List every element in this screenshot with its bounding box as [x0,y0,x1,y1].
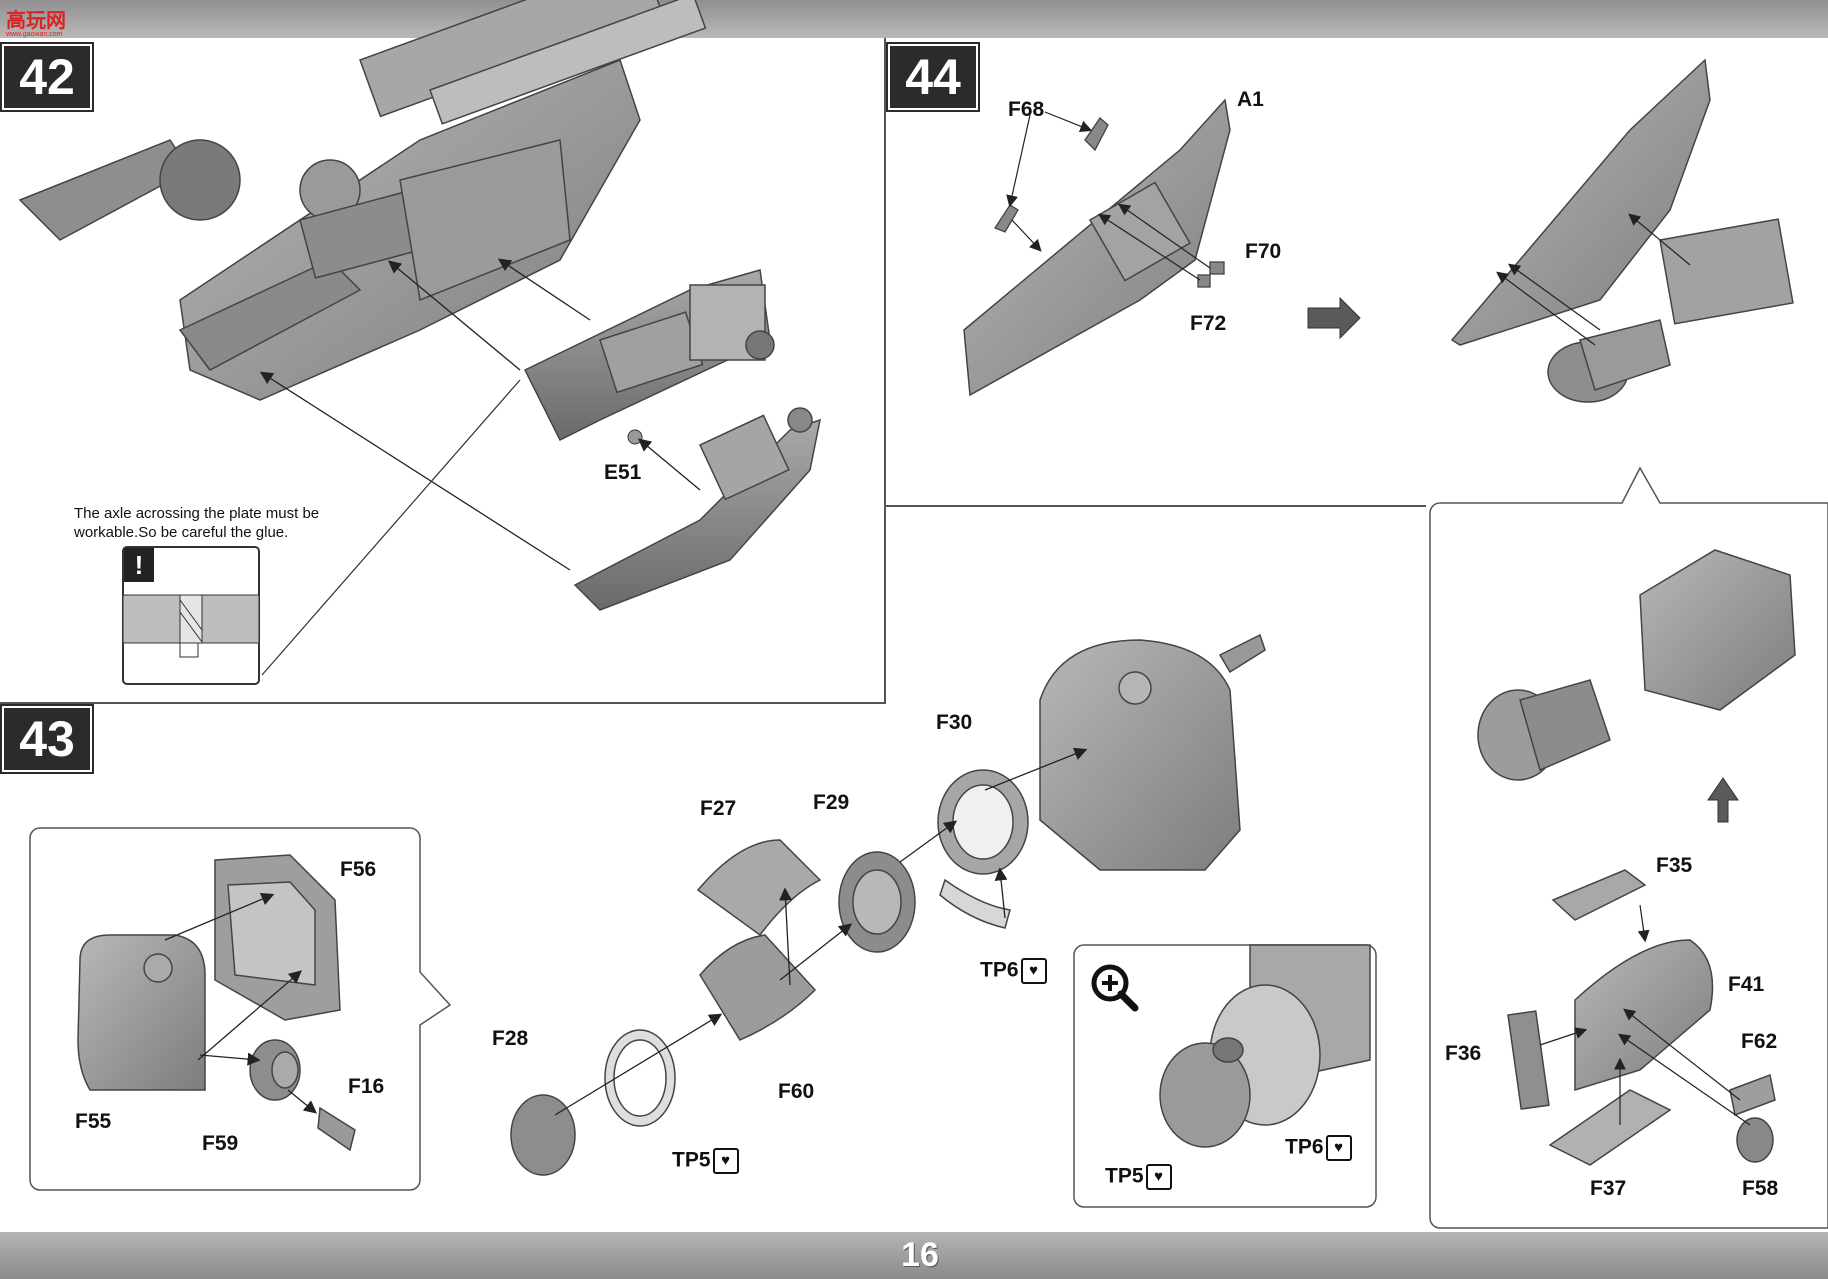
part-f72 [1197,274,1211,288]
logo-url: www.gaowan.com [6,31,63,38]
side-plate-a1-drawing [963,98,1231,397]
step44-result-drawing [1450,58,1794,403]
label-f55: F55 [75,1110,112,1133]
fuel-tank-assembly-drawing [1477,549,1796,781]
step43-detail-bubble [29,827,452,1191]
label-tp5: TP5♥ [672,1148,739,1174]
zoom-in-icon [1090,963,1140,1013]
up-arrow [1707,777,1739,823]
label-f60: F60 [778,1080,815,1103]
label-f62: F62 [1741,1030,1778,1053]
label-f36: F36 [1445,1042,1482,1065]
part-f36 [1507,1010,1550,1110]
label-f41: F41 [1728,973,1765,996]
label-tp6-text: TP6 [980,958,1019,982]
label-f56: F56 [340,858,377,881]
step42-frame-bottom [0,702,886,704]
label-f68: F68 [1008,98,1045,121]
label-f58: F58 [1742,1177,1779,1200]
warning-icon: ! [124,548,154,582]
oil-tank-drawing [77,854,356,1152]
next-arrow [1307,296,1361,340]
label-f72: F72 [1190,312,1227,335]
label-zoom-tp6-text: TP6 [1285,1135,1324,1159]
gun-carriage-drawing [18,0,707,401]
breech-subassembly-drawing [523,269,775,442]
photo-etch-icon: ♥ [1325,1135,1352,1161]
label-f35: F35 [1656,854,1693,877]
label-zoom-tp5: TP5♥ [1105,1164,1172,1190]
bottom-bar [0,1232,1828,1279]
step-43-badge: 43 [0,704,94,774]
label-f59: F59 [202,1132,239,1155]
part-f58 [1736,1117,1774,1163]
glue-warning-diagram [122,546,260,685]
e51-part [627,429,643,445]
label-tp5-text: TP5 [672,1148,711,1172]
part-f68b [994,204,1019,233]
gearbox-drawing [1039,633,1266,871]
label-f27: F27 [700,797,737,820]
mesh-tp6 [939,878,1011,929]
step44-divider [886,505,1426,507]
page-number: 16 [901,1236,939,1274]
shell-f27 [696,839,822,937]
step-42-badge: 42 [0,42,94,112]
label-tp6: TP6♥ [980,958,1047,984]
warning-mark: ! [134,550,144,580]
label-f28: F28 [492,1027,529,1050]
part-f68a [1084,117,1109,152]
part-f37 [1548,1089,1672,1166]
photo-etch-icon: ♥ [712,1148,739,1174]
part-f35 [1551,869,1647,921]
step-44-badge: 44 [886,42,980,112]
part-f62 [1729,1073,1776,1117]
label-f70: F70 [1245,240,1282,263]
logo-text: 高玩网 [6,8,66,32]
step42-frame-right [884,38,886,703]
shell-f60 [699,934,817,1041]
top-bar [0,0,1828,38]
glue-note: The axle acrossing the plate must be wor… [74,505,320,541]
photo-etch-icon: ♥ [1145,1164,1172,1190]
label-f30: F30 [936,711,973,734]
photo-etch-icon: ♥ [1020,958,1047,984]
label-a1: A1 [1237,88,1264,111]
site-logo: 高玩网 www.gaowan.com [6,4,68,38]
elevation-mechanism-drawing [573,407,821,611]
part-f41 [1574,939,1714,1092]
label-f29: F29 [813,791,850,814]
label-zoom-tp6: TP6♥ [1285,1135,1352,1161]
label-zoom-tp5-text: TP5 [1105,1164,1144,1188]
label-e51: E51 [604,461,642,484]
label-f16: F16 [348,1075,385,1098]
part-f70 [1209,261,1225,275]
label-f37: F37 [1590,1177,1627,1200]
cap-f28 [510,1094,576,1176]
